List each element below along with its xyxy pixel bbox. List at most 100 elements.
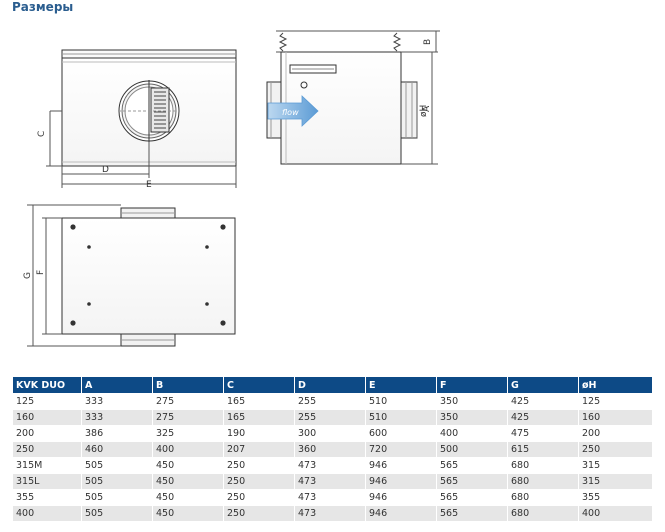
table-cell: 505 xyxy=(81,473,153,490)
table-cell: 680 xyxy=(507,457,579,474)
table-cell: 250 xyxy=(223,473,295,490)
flow-arrow: flow xyxy=(267,95,319,127)
table-cell: 165 xyxy=(223,393,295,410)
table-cell: 350 xyxy=(436,409,508,426)
table-cell: 200 xyxy=(12,425,82,442)
dim-label-f: F xyxy=(36,270,46,275)
table-cell: 946 xyxy=(365,457,437,474)
table-cell: 160 xyxy=(578,409,653,426)
table-cell: 505 xyxy=(81,505,153,522)
table-cell: 500 xyxy=(436,441,508,458)
dim-label-c: C xyxy=(37,131,47,137)
table-cell: 600 xyxy=(365,425,437,442)
flow-label: flow xyxy=(282,108,299,117)
table-cell: 333 xyxy=(81,409,153,426)
table-cell: 275 xyxy=(152,409,224,426)
table-cell: 946 xyxy=(365,489,437,506)
table-cell: 333 xyxy=(81,393,153,410)
table-cell: 720 xyxy=(365,441,437,458)
col-header-f: F xyxy=(436,376,508,394)
table-cell: 473 xyxy=(294,505,366,522)
dim-label-b: B xyxy=(423,39,433,45)
table-cell: 615 xyxy=(507,441,579,458)
dim-label-a: A xyxy=(422,105,432,112)
table-cell: 386 xyxy=(81,425,153,442)
table-cell: 680 xyxy=(507,489,579,506)
table-header-row: KVK DUO A B C D E F G øH xyxy=(12,376,653,394)
table-cell: 475 xyxy=(507,425,579,442)
table-cell: 450 xyxy=(152,505,224,522)
table-cell: 207 xyxy=(223,441,295,458)
mounting-holes xyxy=(70,224,226,326)
table-cell: 400 xyxy=(12,505,82,522)
table-cell: 315 xyxy=(578,473,653,490)
table-cell: 505 xyxy=(81,489,153,506)
table-cell: 565 xyxy=(436,489,508,506)
col-header-c: C xyxy=(223,376,295,394)
table-cell: 565 xyxy=(436,505,508,522)
plan-view xyxy=(27,204,236,347)
table-cell: 946 xyxy=(365,505,437,522)
side-view xyxy=(266,30,440,165)
table-cell: 125 xyxy=(578,393,653,410)
table-cell: 190 xyxy=(223,425,295,442)
table-cell: 680 xyxy=(507,473,579,490)
table-cell: 355 xyxy=(578,489,653,506)
table-cell: 460 xyxy=(81,441,153,458)
table-cell: 125 xyxy=(12,393,82,410)
table-cell: 250 xyxy=(223,489,295,506)
col-header-a: A xyxy=(81,376,153,394)
table-cell: 510 xyxy=(365,393,437,410)
table-cell: 946 xyxy=(365,473,437,490)
col-header-e: E xyxy=(365,376,437,394)
dim-label-d: D xyxy=(102,165,109,175)
table-cell: 250 xyxy=(223,505,295,522)
table-cell: 250 xyxy=(578,441,653,458)
page-title: Размеры xyxy=(12,0,74,14)
table-cell: 425 xyxy=(507,393,579,410)
table-cell: 355 xyxy=(12,489,82,506)
table-cell: 360 xyxy=(294,441,366,458)
table-cell: 473 xyxy=(294,489,366,506)
table-cell: 400 xyxy=(152,441,224,458)
table-cell: 565 xyxy=(436,457,508,474)
table-cell: 315L xyxy=(12,473,82,490)
table-cell: 315 xyxy=(578,457,653,474)
col-header-b: B xyxy=(152,376,224,394)
table-cell: 425 xyxy=(507,409,579,426)
table-cell: 300 xyxy=(294,425,366,442)
front-view xyxy=(46,49,237,188)
col-header-d: D xyxy=(294,376,366,394)
col-header-model: KVK DUO xyxy=(12,376,82,394)
table-cell: 200 xyxy=(578,425,653,442)
table-cell: 473 xyxy=(294,473,366,490)
dim-label-oh: øH xyxy=(419,105,429,117)
table-cell: 450 xyxy=(152,489,224,506)
table-cell: 255 xyxy=(294,409,366,426)
table-cell: 165 xyxy=(223,409,295,426)
table-cell: 400 xyxy=(578,505,653,522)
table-cell: 510 xyxy=(365,409,437,426)
table-cell: 250 xyxy=(12,441,82,458)
table-cell: 255 xyxy=(294,393,366,410)
table-cell: 315M xyxy=(12,457,82,474)
table-cell: 505 xyxy=(81,457,153,474)
table-cell: 450 xyxy=(152,473,224,490)
table-cell: 680 xyxy=(507,505,579,522)
dim-label-e: E xyxy=(146,180,152,190)
col-header-g: G xyxy=(507,376,579,394)
table-cell: 565 xyxy=(436,473,508,490)
table-cell: 350 xyxy=(436,393,508,410)
table-cell: 473 xyxy=(294,457,366,474)
technical-drawing: C D E flow B A øH xyxy=(23,30,440,347)
col-header-oh: øH xyxy=(578,376,653,394)
